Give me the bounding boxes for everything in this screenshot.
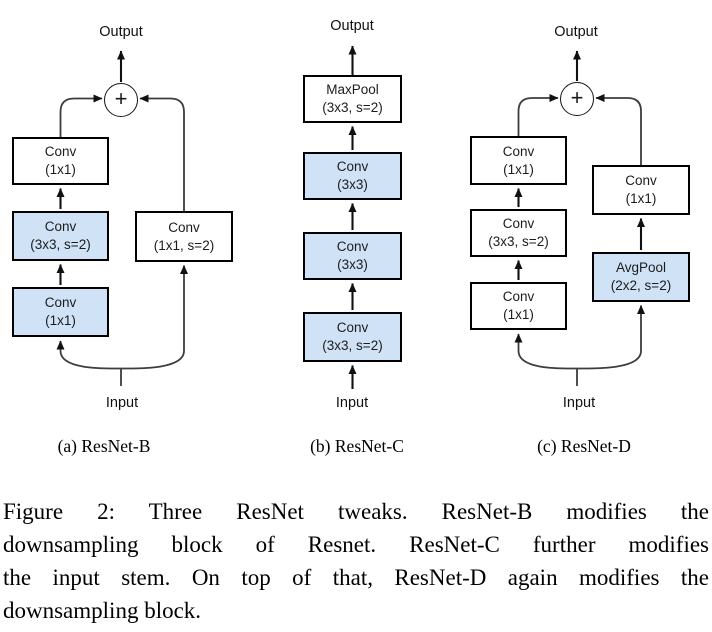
- box-op-name: Conv: [336, 320, 369, 336]
- maxpool-box-b: MaxPool (3x3, s=2): [303, 75, 402, 123]
- conv-box-c-left-bot: Conv (1x1): [470, 282, 567, 330]
- box-op-name: Conv: [336, 239, 369, 255]
- conv-box-b-bot: Conv (3x3, s=2): [303, 312, 402, 362]
- box-op-params: (2x2, s=2): [610, 278, 672, 293]
- box-op-name: Conv: [336, 159, 369, 175]
- box-op-params: (3x3, s=2): [488, 234, 549, 249]
- add-circle-c: +: [560, 82, 594, 116]
- connector-lines: [56, 45, 645, 389]
- figure-caption: Figure 2: Three ResNet tweaks. ResNet-B …: [3, 499, 709, 631]
- box-op-params: (1x1, s=2): [153, 237, 215, 253]
- box-op-params: (1x1): [503, 161, 534, 177]
- box-op-name: Conv: [502, 216, 535, 232]
- resnet-b-wires: [56, 50, 188, 386]
- input-label-b: Input: [335, 395, 369, 411]
- box-op-name: AvgPool: [615, 260, 667, 276]
- figure-caption-line-3: the input stem. On top of that, ResNet-D…: [3, 565, 709, 590]
- figure-caption-line-1: Figure 2: Three ResNet tweaks. ResNet-B …: [3, 499, 709, 524]
- output-label-a: Output: [99, 24, 143, 40]
- box-op-name: Conv: [168, 219, 200, 235]
- box-op-params: (3x3): [337, 177, 368, 192]
- input-label-c: Input: [562, 395, 596, 411]
- conv-box-a-shortcut: Conv (1x1, s=2): [135, 211, 233, 262]
- subcaption-c: (c) ResNet-D: [537, 436, 631, 456]
- output-label-b: Output: [330, 18, 374, 34]
- subcaption-b: (b) ResNet-C: [310, 436, 404, 456]
- box-op-params: (3x3, s=2): [322, 100, 383, 115]
- input-label-a: Input: [105, 395, 139, 411]
- box-op-params: (3x3): [337, 257, 368, 272]
- conv-box-c-shortcut: Conv (1x1): [592, 165, 690, 215]
- box-op-params: (1x1): [45, 162, 76, 177]
- box-op-params: (3x3, s=2): [322, 338, 383, 353]
- box-op-name: MaxPool: [326, 82, 379, 98]
- box-op-params: (3x3, s=2): [30, 237, 91, 252]
- conv-box-a-left-top: Conv (1x1): [12, 137, 109, 185]
- resnet-d-wires: [514, 50, 645, 386]
- conv-box-a-left-bot: Conv (1x1): [12, 287, 109, 337]
- box-op-params: (1x1): [625, 191, 657, 206]
- avgpool-box-c: AvgPool (2x2, s=2): [592, 252, 690, 302]
- figure-caption-line-4: downsampling block.: [3, 598, 202, 623]
- conv-box-c-left-top: Conv (1x1): [470, 136, 567, 185]
- conv-box-b-top: Conv (3x3): [303, 152, 402, 200]
- box-op-name: Conv: [44, 219, 77, 235]
- conv-box-b-mid: Conv (3x3): [303, 232, 402, 280]
- box-op-params: (1x1): [45, 313, 76, 328]
- plus-sign-a: +: [114, 86, 128, 111]
- plus-sign-c: +: [570, 85, 584, 110]
- subcaption-a: (a) ResNet-B: [57, 436, 151, 456]
- box-op-name: Conv: [44, 295, 77, 311]
- output-label-c: Output: [554, 24, 598, 40]
- box-op-name: Conv: [44, 144, 77, 160]
- box-op-name: Conv: [625, 173, 657, 189]
- box-op-name: Conv: [502, 143, 535, 159]
- figure-caption-line-2: downsampling block of Resnet. ResNet-C f…: [3, 532, 709, 557]
- box-op-params: (1x1): [503, 307, 534, 322]
- conv-box-c-left-mid: Conv (3x3, s=2): [470, 209, 567, 257]
- add-circle-a: +: [104, 83, 138, 117]
- conv-box-a-left-mid: Conv (3x3, s=2): [12, 211, 109, 261]
- box-op-name: Conv: [502, 289, 535, 305]
